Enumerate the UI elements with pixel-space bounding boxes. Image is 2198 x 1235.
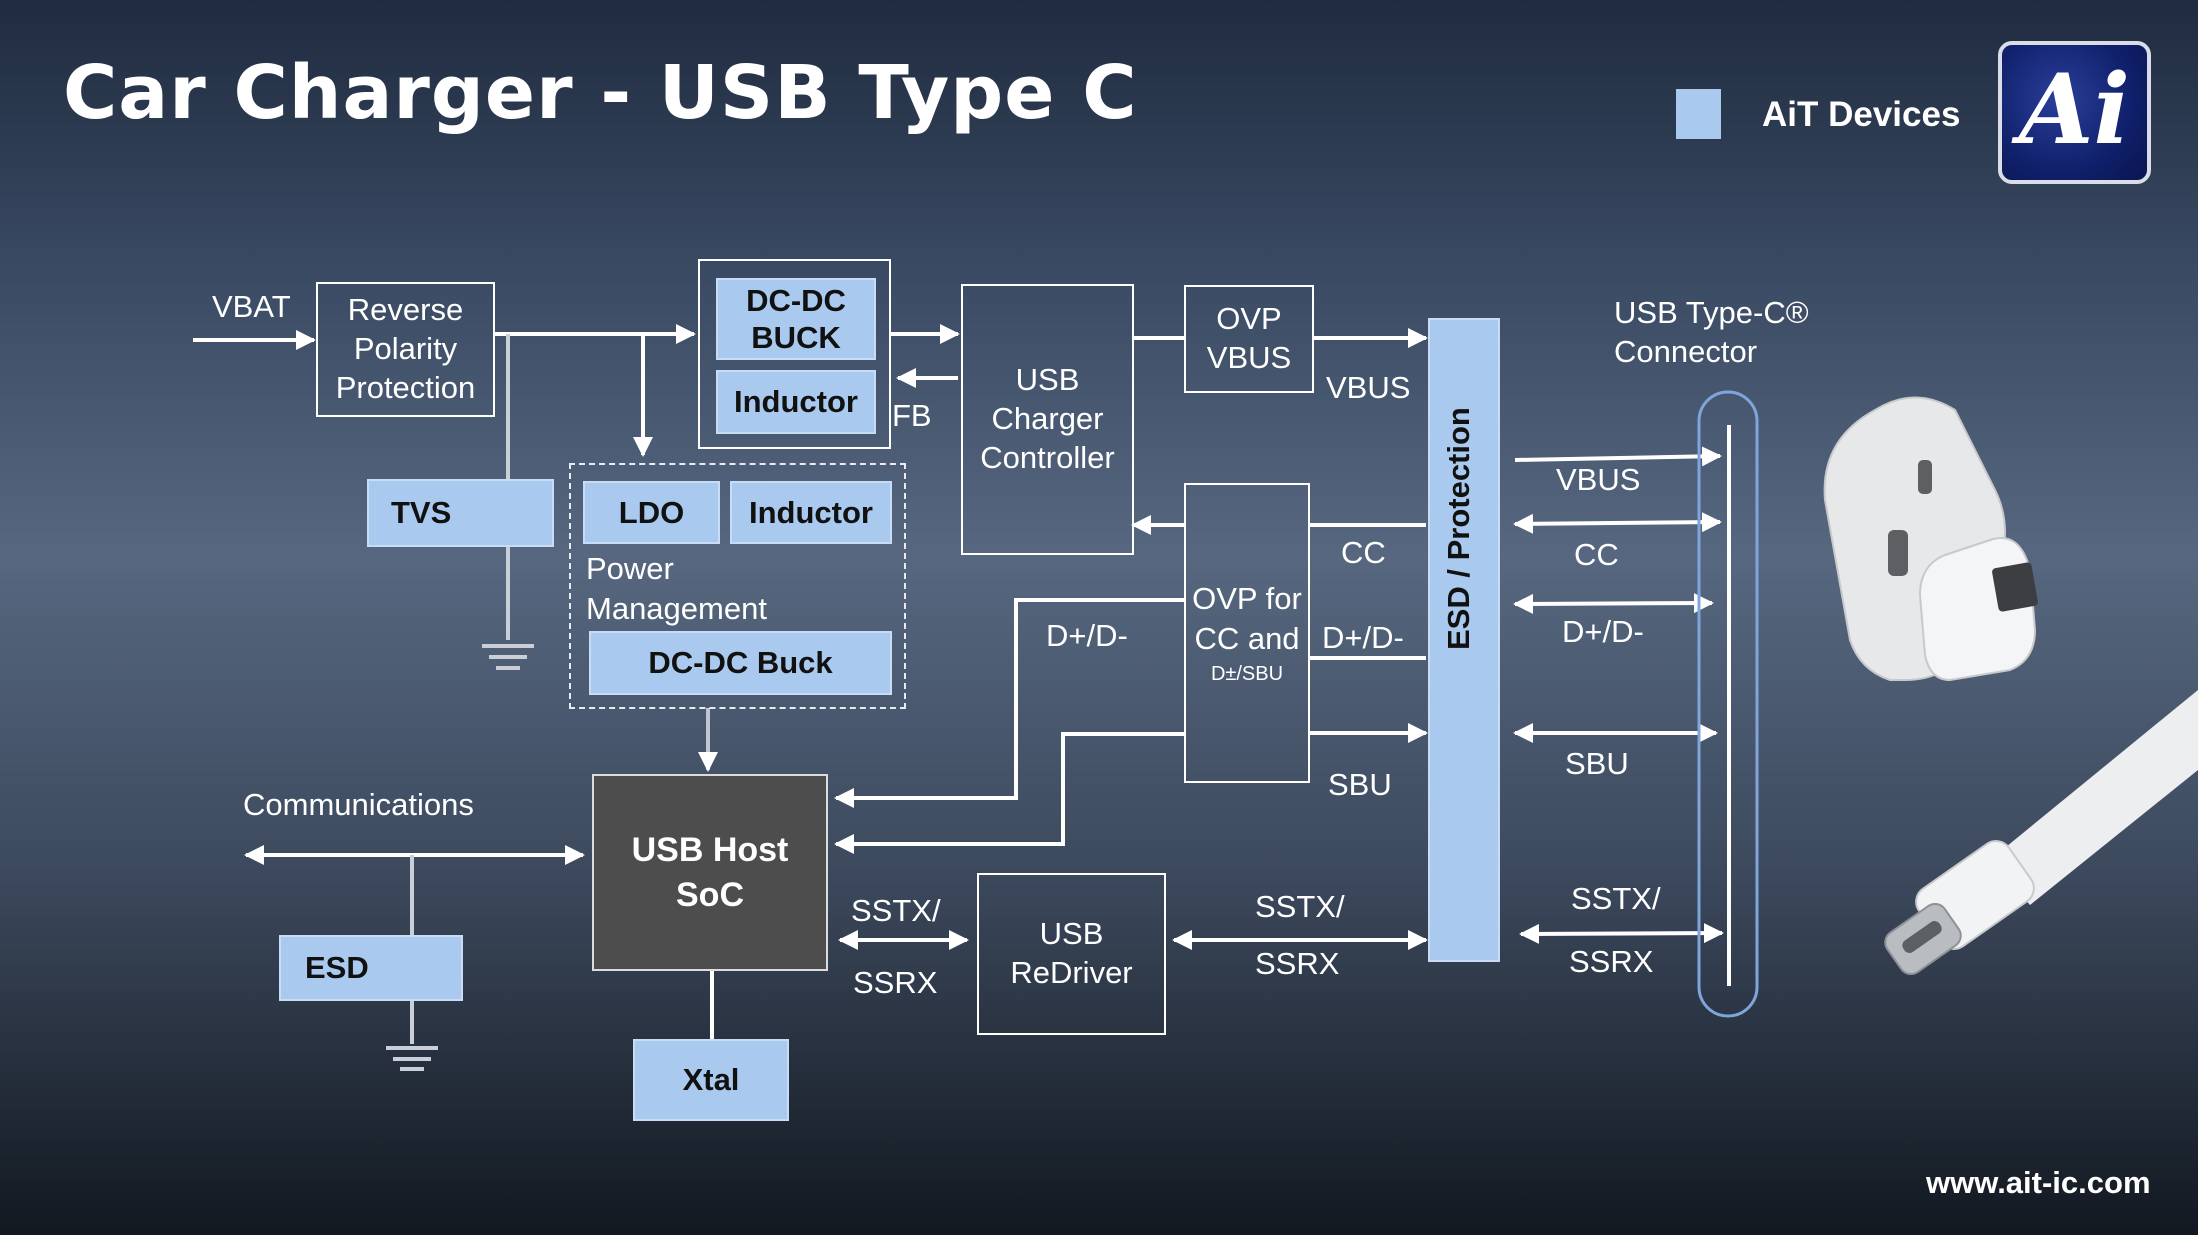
connector-title-label: USB Type-C® Connector — [1614, 295, 1809, 369]
sbu-right-label: SBU — [1565, 746, 1629, 781]
dpdm-to-soc-wire — [834, 598, 1184, 808]
ss-right-wire — [1519, 923, 1724, 944]
ssrx-left-label: SSRX — [853, 965, 938, 1000]
vbus-mid-label: VBUS — [1326, 370, 1411, 405]
fb-label: FB — [892, 398, 932, 433]
inductor-pm-block: Inductor — [730, 481, 892, 544]
inductor-top-block: Inductor — [716, 370, 876, 434]
legend-label: AiT Devices — [1762, 95, 1961, 134]
esd-block: ESD — [279, 935, 463, 1001]
dcdc-buck-top-block: DC-DC BUCK — [716, 278, 876, 360]
dpdm-right-wire — [1513, 593, 1714, 614]
car-charger-illustration — [1823, 396, 2038, 682]
sstx-mid-label: SSTX/ — [1255, 889, 1345, 924]
usb-c-connector-outline — [1697, 390, 1759, 1018]
ovp-cc-block: OVP for CC and D±/SBU — [1184, 483, 1310, 783]
dcdc-buck-pm-block: DC-DC Buck — [589, 631, 892, 695]
tvs-label: TVS — [391, 495, 452, 530]
cc-mid-label: CC — [1341, 535, 1386, 570]
website-url: www.ait-ic.com — [1926, 1165, 2151, 1200]
reverse-polarity-protection-block: Reverse Polarity Protection — [316, 282, 495, 417]
dcdc-buck-group — [698, 259, 891, 449]
esd-label: ESD — [305, 950, 369, 985]
sstx-right-label: SSTX/ — [1571, 881, 1661, 916]
sstx-left-label: SSTX/ — [851, 893, 941, 928]
usb-charger-controller-block: USB Charger Controller — [961, 284, 1134, 555]
esd-protection-label: ESD / Protection — [1441, 407, 1476, 650]
cc-right-wire — [1513, 512, 1722, 534]
dpdm-mid-label: D+/D- — [1322, 620, 1404, 655]
company-logo: Ai — [1998, 41, 2151, 184]
dpdm-left-label: D+/D- — [1046, 618, 1128, 653]
ovp-cc-label: OVP for CC and — [1192, 580, 1302, 656]
ovp-cc-sub-label: D±/SBU — [1210, 663, 1284, 686]
legend-swatch — [1676, 89, 1721, 139]
vbus-right-label: VBUS — [1556, 462, 1641, 497]
tvs-block: TVS — [367, 479, 554, 547]
esd-protection-bar — [1428, 318, 1500, 962]
vbus-right-wire — [1514, 446, 1722, 467]
xtal-block: Xtal — [633, 1039, 789, 1121]
sbu-to-soc-wire — [834, 732, 1184, 854]
ovp-vbus-block: OVP VBUS — [1184, 285, 1314, 393]
ldo-block: LDO — [583, 481, 720, 544]
power-management-group — [569, 463, 906, 709]
ssrx-right-label: SSRX — [1569, 944, 1654, 979]
communications-label: Communications — [243, 787, 474, 822]
usb-redriver-block: USB ReDriver — [977, 873, 1166, 1035]
usb-redriver-label: USB ReDriver — [1010, 916, 1133, 990]
logo-text: Ai — [2019, 52, 2130, 166]
dpdm-right-label: D+/D- — [1562, 614, 1644, 649]
page-title: Car Charger - USB Type C — [63, 50, 1138, 136]
usb-c-cable-illustration — [1884, 690, 2198, 976]
vbat-label: VBAT — [212, 289, 291, 324]
sbu-mid-label: SBU — [1328, 767, 1392, 802]
cc-right-label: CC — [1574, 537, 1619, 572]
usb-host-soc-block: USB Host SoC — [592, 774, 828, 971]
power-management-label: Power Management — [586, 551, 767, 627]
ssrx-mid-label: SSRX — [1255, 946, 1340, 981]
usb-host-soc-label: USB Host SoC — [631, 831, 789, 914]
